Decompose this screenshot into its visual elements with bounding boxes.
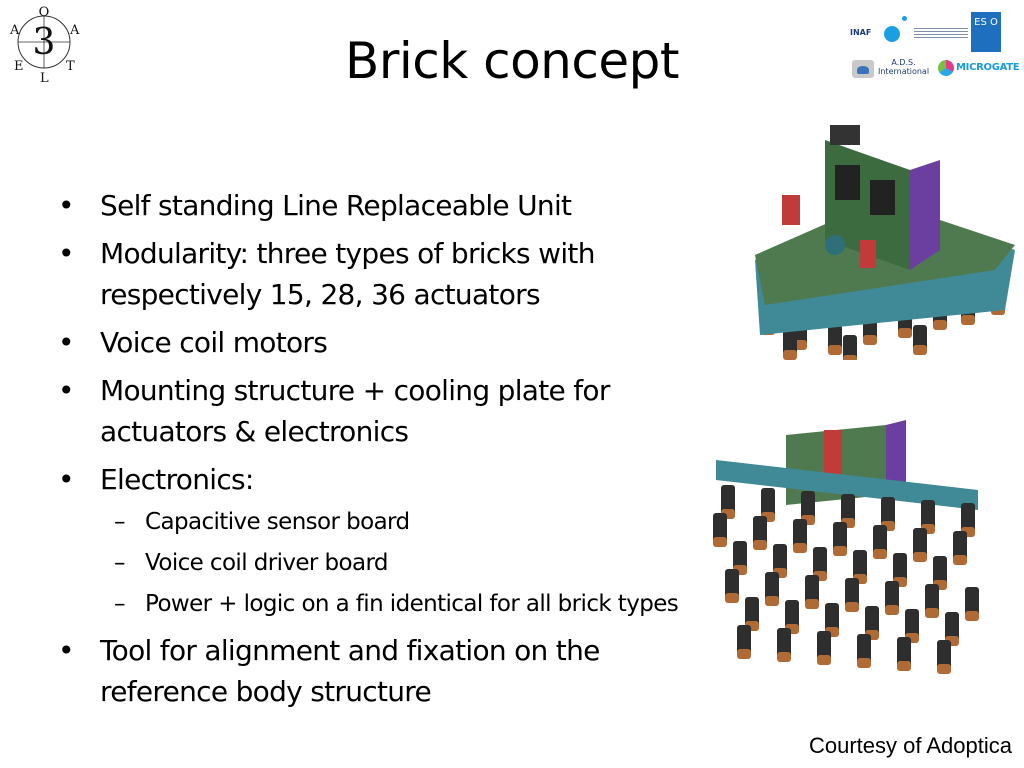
- brick-side-render-icon: [713, 420, 979, 674]
- inaf-logo: INAF: [850, 28, 872, 37]
- image-credit-caption: Courtesy of Adoptica: [808, 733, 1012, 758]
- svg-text:L: L: [40, 71, 49, 84]
- bullet-dot-icon: •: [58, 463, 75, 496]
- svg-text:A: A: [9, 23, 20, 38]
- svg-text:T: T: [66, 59, 75, 74]
- bullet-item: • Mounting structure + cooling plate for a…: [58, 370, 718, 452]
- elt-3-logo-icon: 3 O A A E T L: [9, 5, 80, 84]
- ads-logo-text: A.D.S. International: [878, 58, 930, 76]
- bullet-list: • Self standing Line Replaceable Unit • Mod…: [58, 185, 718, 719]
- sub-bullet-item: –Power + logic on a fin identical for al…: [58, 589, 718, 619]
- bullet-text-line: Self standing Line Replaceable Unit: [100, 189, 572, 222]
- bullet-text-line: Tool for alignment and fixation on the: [100, 634, 600, 667]
- bullet-text-line: Electronics:: [100, 463, 254, 496]
- bullet-text-line: Mounting structure + cooling plate for: [100, 374, 610, 407]
- sub-bullet-item: –Capacitive sensor board: [58, 507, 718, 537]
- svg-text:A: A: [69, 23, 80, 38]
- bullet-item: • Modularity: three types of bricks with r…: [58, 233, 718, 315]
- bullet-item: • Voice coil motors: [58, 322, 718, 363]
- svg-text:3: 3: [33, 22, 56, 63]
- eso-logo: ES O: [971, 12, 1001, 52]
- inaf-text-lines-icon: [914, 28, 968, 38]
- bullet-text-line: Modularity: three types of bricks with: [100, 237, 595, 270]
- inaf-dot-icon: [884, 26, 900, 42]
- bullet-dot-icon: •: [58, 326, 75, 359]
- sponsor-logos: INAF ES O A.D.S. International MICROGATE: [850, 8, 1020, 88]
- dash-icon: –: [114, 550, 126, 576]
- bullet-item: • Tool for alignment and fixation on the r…: [58, 630, 718, 712]
- bullet-dot-icon: •: [58, 634, 75, 667]
- brick-top-render-icon: [755, 125, 1015, 360]
- bullet-text-line: Capacitive sensor board: [145, 509, 410, 535]
- slide-title: Brick concept: [345, 32, 679, 90]
- inaf-small-dot-icon: [902, 16, 907, 21]
- bullet-text-line: respectively 15, 28, 36 actuators: [100, 278, 541, 311]
- bullet-item: • Electronics:: [58, 459, 718, 500]
- bullet-text-line: reference body structure: [100, 675, 432, 708]
- sub-bullet-item: –Voice coil driver board: [58, 548, 718, 578]
- microgate-logo-text: MICROGATE: [956, 62, 1020, 73]
- bullet-text-line: actuators & electronics: [100, 415, 409, 448]
- bullet-text-line: Power + logic on a fin identical for all…: [145, 591, 679, 617]
- ads-logo-icon: [852, 60, 874, 78]
- bullet-item: • Self standing Line Replaceable Unit: [58, 185, 718, 226]
- bullet-text-line: Voice coil driver board: [145, 550, 389, 576]
- bullet-dot-icon: •: [58, 237, 75, 270]
- svg-text:E: E: [14, 59, 24, 74]
- dash-icon: –: [114, 509, 126, 535]
- dash-icon: –: [114, 591, 126, 617]
- bullet-dot-icon: •: [58, 189, 75, 222]
- bullet-dot-icon: •: [58, 374, 75, 407]
- svg-text:O: O: [39, 5, 50, 20]
- microgate-logo-icon: [938, 60, 954, 76]
- bullet-text-line: Voice coil motors: [100, 326, 328, 359]
